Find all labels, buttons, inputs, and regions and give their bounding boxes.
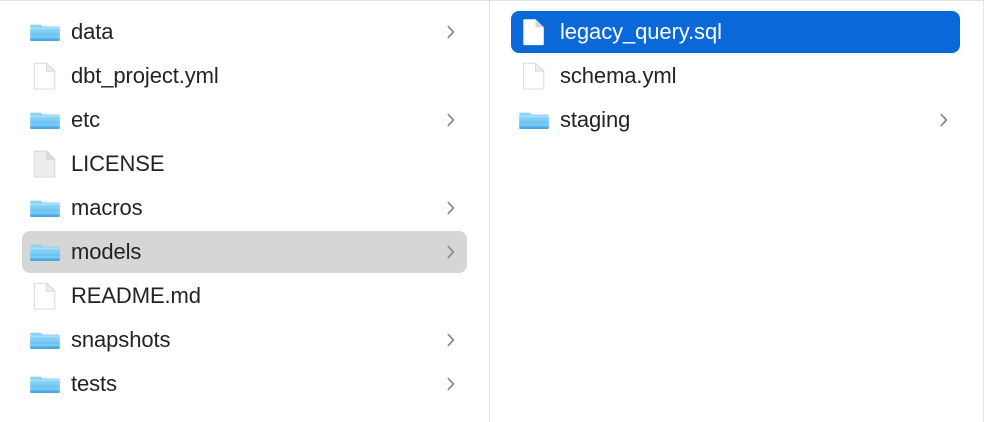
folder-row[interactable]: tests xyxy=(22,363,467,405)
column-child: legacy_query.sql schema.yml staging xyxy=(490,1,983,422)
folder-icon xyxy=(30,325,60,355)
folder-icon xyxy=(30,17,60,47)
chevron-right-icon[interactable] xyxy=(445,242,457,262)
item-label: data xyxy=(71,19,114,44)
document-icon xyxy=(519,61,549,91)
item-label: LICENSE xyxy=(71,151,165,176)
folder-icon xyxy=(30,369,60,399)
item-label: snapshots xyxy=(71,327,171,352)
column-parent: data dbt_project.yml etc xyxy=(0,1,490,422)
document-icon xyxy=(519,17,549,47)
file-row[interactable]: legacy_query.sql xyxy=(511,11,960,53)
item-label: schema.yml xyxy=(560,63,677,88)
folder-row[interactable]: macros xyxy=(22,187,467,229)
chevron-right-icon[interactable] xyxy=(445,198,457,218)
item-label: legacy_query.sql xyxy=(560,19,722,44)
folder-icon xyxy=(30,237,60,267)
chevron-right-icon[interactable] xyxy=(445,110,457,130)
item-label: dbt_project.yml xyxy=(71,63,219,88)
folder-icon xyxy=(30,193,60,223)
chevron-right-icon[interactable] xyxy=(445,374,457,394)
folder-row[interactable]: staging xyxy=(511,99,960,141)
chevron-right-icon[interactable] xyxy=(445,22,457,42)
item-label: models xyxy=(71,239,142,264)
file-row[interactable]: LICENSE xyxy=(22,143,467,185)
item-label: tests xyxy=(71,371,117,396)
item-label: macros xyxy=(71,195,143,220)
folder-row[interactable]: snapshots xyxy=(22,319,467,361)
document-icon xyxy=(30,61,60,91)
file-row[interactable]: README.md xyxy=(22,275,467,317)
chevron-right-icon[interactable] xyxy=(445,330,457,350)
item-label: staging xyxy=(560,107,631,132)
chevron-right-icon[interactable] xyxy=(938,110,950,130)
folder-icon xyxy=(30,105,60,135)
folder-row[interactable]: models xyxy=(22,231,467,273)
item-label: etc xyxy=(71,107,101,132)
folder-row[interactable]: data xyxy=(22,11,467,53)
document-icon xyxy=(30,149,60,179)
item-label: README.md xyxy=(71,283,201,308)
folder-row[interactable]: etc xyxy=(22,99,467,141)
file-row[interactable]: schema.yml xyxy=(511,55,960,97)
document-icon xyxy=(30,281,60,311)
file-row[interactable]: dbt_project.yml xyxy=(22,55,467,97)
folder-icon xyxy=(519,105,549,135)
